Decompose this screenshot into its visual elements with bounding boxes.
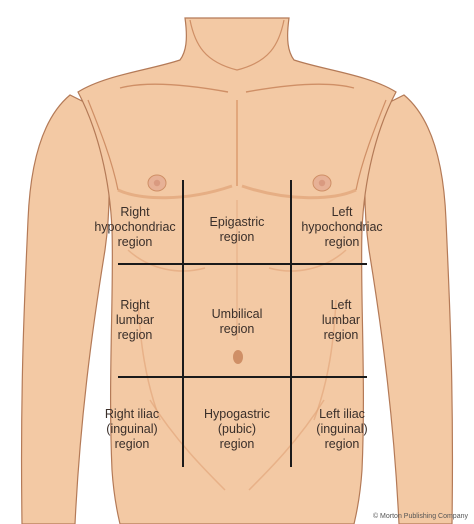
right-clavicle	[119, 83, 229, 93]
left-pectoral	[241, 184, 357, 200]
region-label-right-lumbar: Right lumbar region	[115, 298, 155, 342]
region-label-hypogastric: Hypogastric (pubic) region	[204, 407, 270, 451]
left-arm	[364, 94, 454, 524]
left-inguinal-line	[248, 399, 325, 491]
neck-shadow	[189, 19, 285, 71]
region-label-right-iliac: Right iliac (inguinal) region	[104, 407, 160, 451]
region-label-right-hypochondriac: Right hypochondriac region	[94, 205, 176, 249]
region-label-left-hypochondriac: Left hypochondriac region	[301, 205, 383, 249]
right-abdomen-contour	[137, 299, 161, 421]
left-nipple-center	[318, 179, 326, 187]
left-abdomen-contour	[313, 299, 337, 421]
left-clavicle	[245, 83, 355, 93]
region-label-umbilical: Umbilical region	[211, 307, 263, 336]
region-label-left-iliac: Left iliac (inguinal) region	[316, 407, 368, 451]
right-rib-contour	[127, 249, 206, 272]
region-label-epigastric: Epigastric region	[209, 215, 265, 244]
navel	[233, 350, 243, 364]
left-deltoid-line	[355, 99, 387, 191]
left-rib-contour	[268, 249, 347, 272]
region-label-left-lumbar: Left lumbar region	[321, 298, 361, 342]
right-inguinal-line	[149, 399, 226, 491]
right-arm	[20, 94, 110, 524]
copyright-credit: © Morton Publishing Company	[372, 513, 468, 520]
right-deltoid-line	[87, 99, 119, 191]
right-pectoral	[117, 184, 233, 200]
right-nipple-center	[153, 179, 161, 187]
